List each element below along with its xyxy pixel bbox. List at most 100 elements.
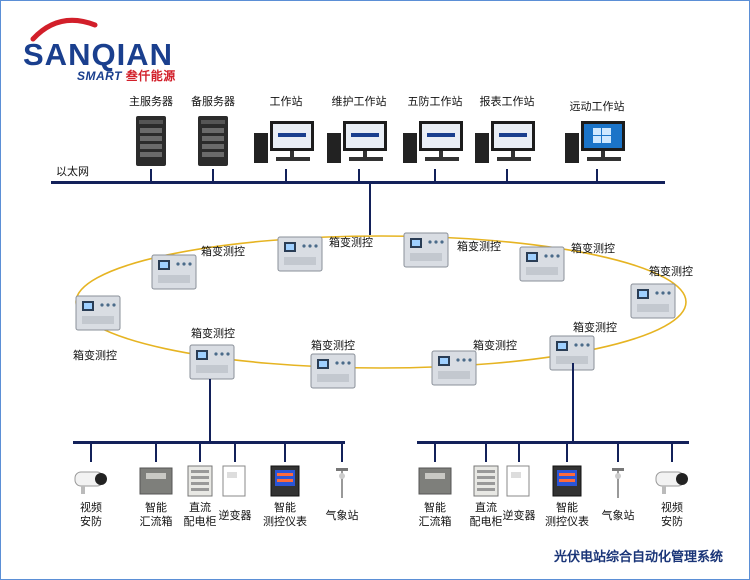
server-drop-line (212, 169, 214, 181)
meter-icon (552, 465, 582, 497)
bay-controller-icon (403, 232, 449, 268)
server-label: 主服务器 (129, 95, 173, 108)
ring-uplink (369, 183, 371, 235)
field-device-line2: 测控仪表 (263, 515, 307, 528)
field-device-line1: 智能 (424, 501, 446, 514)
left-bus-drop (209, 379, 211, 441)
device-drop-line (671, 444, 673, 462)
brand-tagline-en: SMART (77, 69, 122, 83)
bay-controller-icon (277, 236, 323, 272)
device-drop-line (434, 444, 436, 462)
field-device-line2: 测控仪表 (545, 515, 589, 528)
ring-device-label: 箱变测控 (311, 339, 355, 352)
camera-icon (74, 471, 107, 494)
device-drop-line (341, 444, 343, 462)
device-drop-line (566, 444, 568, 462)
device-drop-line (284, 444, 286, 462)
field-device-label: 直流配电柜 (184, 501, 217, 529)
field-device-line1: 智能 (145, 501, 167, 514)
right-field-bus (417, 441, 689, 444)
bay-controller-icon (519, 246, 565, 282)
field-device-label: 视频安防 (661, 501, 683, 529)
field-device-line1: 气象站 (325, 509, 359, 522)
brand-tagline-cn: 叁仟能源 (125, 69, 176, 83)
bay-controller-icon (431, 350, 477, 386)
field-device-label: 气象站 (602, 509, 635, 523)
meter-icon (270, 465, 300, 497)
field-device-line1: 直流 (475, 501, 497, 514)
camera-icon (655, 471, 688, 494)
logo-swoosh-icon (30, 17, 98, 42)
field-device-label: 智能汇流箱 (419, 501, 452, 529)
field-device-line1: 直流 (189, 501, 211, 514)
field-device-line1: 智能 (274, 501, 296, 514)
workstation-icon (254, 121, 314, 163)
server-drop-line (358, 169, 360, 181)
combiner-box-icon (418, 467, 452, 495)
workstation-icon (475, 121, 535, 163)
ring-device-label: 箱变测控 (201, 245, 245, 258)
field-device-line2: 汇流箱 (139, 515, 173, 528)
inverter-icon (222, 465, 246, 497)
field-device-line1: 逆变器 (502, 509, 536, 522)
server-drop-line (434, 169, 436, 181)
ring-device-label: 箱变测控 (73, 349, 117, 362)
ethernet-label: 以太网 (56, 165, 89, 178)
weather-station-icon (612, 468, 624, 498)
ring-device-label: 箱变测控 (329, 236, 373, 249)
device-drop-line (617, 444, 619, 462)
field-device-line1: 智能 (556, 501, 578, 514)
field-device-line1: 视频 (80, 501, 102, 514)
server-label: 五防工作站 (407, 95, 463, 108)
field-device-line2: 汇流箱 (418, 515, 452, 528)
device-drop-line (234, 444, 236, 462)
server-label: 远动工作站 (569, 100, 625, 113)
bay-controller-icon (630, 283, 676, 319)
field-device-label: 直流配电柜 (470, 501, 503, 529)
field-device-label: 智能汇流箱 (140, 501, 173, 529)
ring-device-label: 箱变测控 (457, 240, 501, 253)
ring-device-label: 箱变测控 (473, 339, 517, 352)
field-device-label: 逆变器 (219, 509, 252, 523)
device-drop-line (485, 444, 487, 462)
field-device-label: 智能测控仪表 (545, 501, 589, 529)
left-field-bus (73, 441, 345, 444)
combiner-box-icon (139, 467, 173, 495)
ring-device-label: 箱变测控 (573, 321, 617, 334)
field-device-label: 视频安防 (80, 501, 102, 529)
device-drop-line (199, 444, 201, 462)
server-tower-icon (136, 116, 166, 166)
bay-controller-icon (549, 335, 595, 371)
device-drop-line (155, 444, 157, 462)
field-device-line2: 安防 (661, 515, 683, 528)
field-device-line1: 逆变器 (218, 509, 252, 522)
field-device-line1: 气象站 (601, 509, 635, 522)
field-device-line1: 视频 (661, 501, 683, 514)
field-device-label: 逆变器 (503, 509, 536, 523)
inverter-icon (506, 465, 530, 497)
bay-controller-icon (310, 353, 356, 389)
workstation-icon (565, 121, 625, 163)
ring-device-label: 箱变测控 (649, 265, 693, 278)
right-bus-drop (572, 363, 574, 441)
ethernet-bus (51, 181, 665, 184)
ring-device-label: 箱变测控 (191, 327, 235, 340)
system-title: 光伏电站综合自动化管理系统 (553, 550, 723, 565)
dc-cabinet-icon (473, 465, 499, 497)
field-device-line2: 安防 (80, 515, 102, 528)
server-drop-line (506, 169, 508, 181)
field-device-line2: 配电柜 (469, 515, 503, 528)
field-device-label: 智能测控仪表 (263, 501, 307, 529)
bay-controller-icon (189, 344, 235, 380)
field-device-label: 气象站 (326, 509, 359, 523)
server-label: 备服务器 (191, 95, 235, 108)
bay-controller-icon (151, 254, 197, 290)
workstation-icon (327, 121, 387, 163)
server-drop-line (150, 169, 152, 181)
bay-controller-icon (75, 295, 121, 331)
server-label: 工作站 (269, 95, 303, 108)
server-tower-icon (198, 116, 228, 166)
device-drop-line (90, 444, 92, 462)
server-label: 报表工作站 (479, 95, 535, 108)
